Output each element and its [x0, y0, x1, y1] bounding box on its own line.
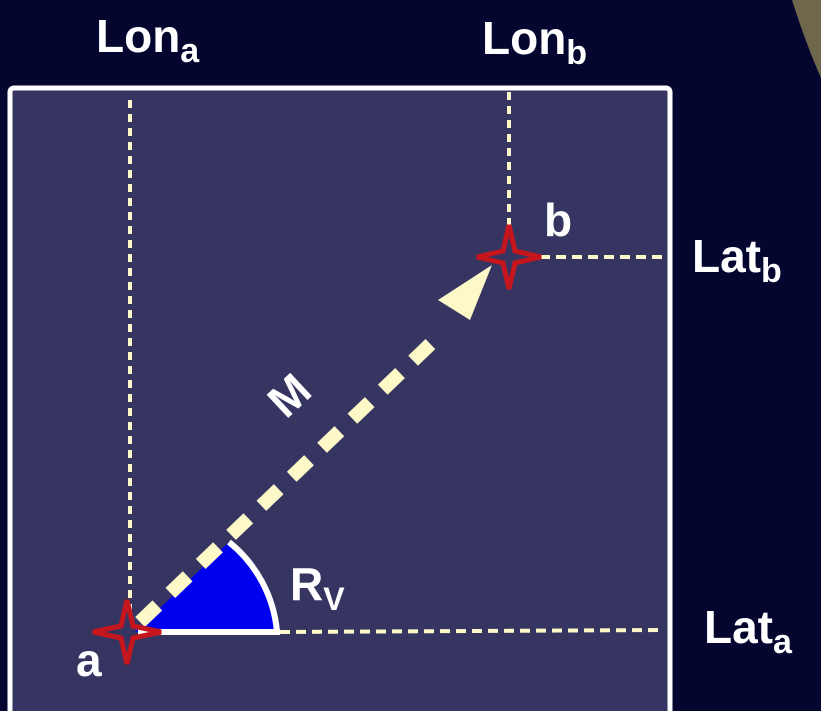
coordinate-panel: [10, 88, 670, 711]
lat-a-base: Lat: [704, 601, 773, 653]
angle-rv-base: R: [290, 558, 323, 610]
lon-b-sub: b: [566, 34, 587, 72]
lat-b-sub: b: [761, 252, 782, 290]
point-a-label: a: [76, 634, 102, 686]
point-b-label: b: [544, 194, 572, 246]
lon-b-base: Lon: [482, 12, 566, 64]
angle-rv-sub: V: [323, 581, 345, 617]
lat-b-base: Lat: [692, 230, 761, 282]
lon-a-base: Lon: [96, 10, 180, 62]
lat-a-sub: a: [773, 623, 793, 661]
lon-a-sub: a: [180, 32, 200, 70]
